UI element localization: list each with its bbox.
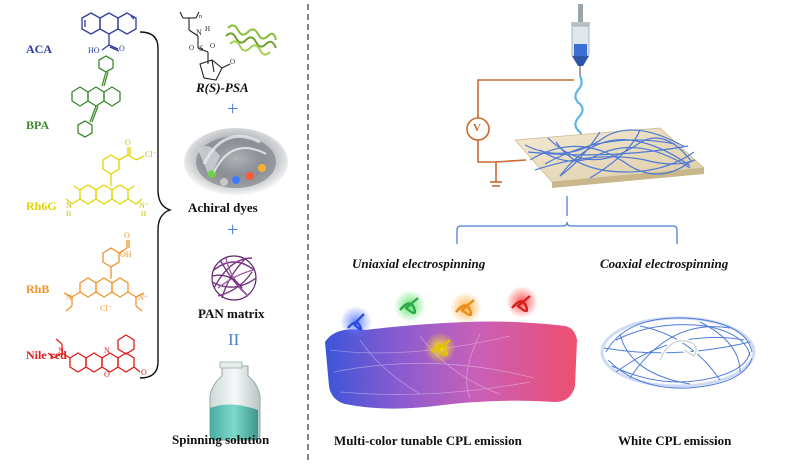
white-cpl-label: White CPL emission [618, 433, 732, 448]
aca-group-label: HO [88, 46, 100, 55]
psa-structure [179, 11, 231, 81]
rhb-n2-label: N⁺ [138, 293, 148, 302]
psa-label: R(S)-PSA [196, 80, 249, 95]
dye-label-rh6g: Rh6G [26, 199, 57, 213]
psa-n-label: N [196, 28, 202, 37]
psa-s-label: S [199, 44, 204, 53]
psa-o1-label: O [189, 44, 195, 52]
rhb-oh-label: OH [120, 250, 132, 259]
branch-connector [456, 196, 678, 244]
nile-o1-label: O [104, 370, 110, 379]
cpl-spiral-yellow [424, 332, 456, 364]
rh6g-h1-label: H [66, 210, 72, 218]
dye-label-bpa: BPA [26, 118, 50, 132]
helix-icon [225, 24, 277, 56]
dye-label-aca: ACA [26, 42, 52, 56]
rh6g-n2-label: N⁺ [139, 201, 149, 210]
uniaxial-label: Uniaxial electrospinning [352, 256, 486, 271]
spinning-solution-bottle-icon [209, 361, 261, 441]
cpl-spiral-blue [340, 306, 372, 338]
bpa-structure [71, 55, 121, 138]
rhb-n1-label: N [66, 293, 72, 302]
psa-h-label: H [205, 25, 211, 33]
rh6g-o-label: O [125, 138, 131, 147]
cpl-spiral-orange [450, 292, 482, 324]
plus-sign-1: + [227, 98, 239, 120]
psa-o2-label: O [210, 42, 216, 50]
psa-n-sub-label: n [199, 14, 202, 20]
white-cpl-fiber-ring [600, 316, 756, 389]
rh6g-cl-label: Cl⁻ [145, 150, 157, 159]
dye-label-nile-red: Nile red [26, 348, 67, 362]
coaxial-label: Coaxial electrospinning [600, 256, 729, 271]
cpl-spiral-red [506, 286, 538, 318]
rh6g-structure [65, 147, 145, 205]
aca-structure [81, 12, 137, 52]
rh6g-h2-label: H [141, 210, 147, 218]
dye-label-rhb: RhB [26, 282, 50, 296]
syringe-icon [571, 4, 590, 76]
fiber-jet [574, 75, 584, 143]
multicolor-fiber-mat [325, 321, 577, 409]
rhb-o-label: O [124, 231, 130, 240]
spinning-solution-label: Spinning solution [172, 432, 270, 447]
achiral-dyes-label: Achiral dyes [188, 200, 258, 215]
collector-fibers [524, 129, 696, 179]
nile-o2-label: O [141, 368, 147, 377]
rhb-structure [63, 240, 145, 312]
multicolor-cpl-label: Multi-color tunable CPL emission [334, 433, 522, 448]
plus-sign-2: + [227, 219, 239, 241]
aca-o-label: O [119, 44, 125, 53]
achiral-dyes-icon [184, 128, 288, 196]
nile-red-structure [47, 334, 141, 373]
rhb-cl-label: Cl⁻ [100, 304, 112, 313]
equals-sign: II [228, 330, 240, 349]
nile-n2-label: N [104, 346, 110, 355]
voltage-circuit [466, 79, 574, 187]
dye-bracket [139, 31, 173, 379]
voltage-symbol: V [473, 122, 481, 134]
nile-n1-label: N [58, 346, 64, 355]
cpl-spiral-green [394, 290, 426, 322]
pan-matrix-label: PAN matrix [198, 306, 265, 321]
psa-o3-label: O [230, 58, 236, 66]
pan-matrix-icon [211, 255, 257, 301]
rh6g-n1-label: N [66, 201, 72, 210]
